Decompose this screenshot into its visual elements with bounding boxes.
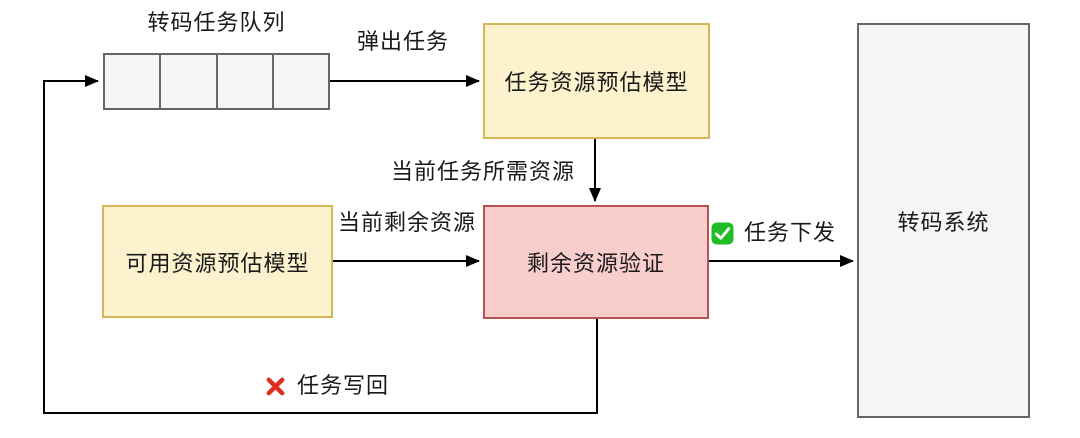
edge-label-pop-task: 弹出任务	[356, 29, 449, 54]
edge-label-task-dispatch-text: 任务下发	[744, 220, 837, 245]
node-remaining-verification-label: 剩余资源验证	[526, 251, 665, 276]
cross-icon	[264, 375, 287, 398]
node-transcode-system: 转码系统	[857, 23, 1030, 418]
node-available-resource-model: 可用资源预估模型	[102, 205, 333, 318]
node-available-resource-model-label: 可用资源预估模型	[125, 250, 310, 276]
edge-label-task-required: 当前任务所需资源	[390, 159, 575, 184]
node-remaining-verification: 剩余资源验证	[483, 205, 709, 319]
queue-title: 转码任务队列	[147, 10, 286, 35]
node-task-resource-model-label: 任务资源预估模型	[504, 70, 689, 95]
edge-label-task-dispatch: 任务下发	[711, 220, 836, 246]
node-task-resource-model: 任务资源预估模型	[483, 23, 710, 139]
edge-label-task-writeback-text: 任务写回	[297, 373, 390, 398]
node-transcode-system-label: 转码系统	[897, 209, 990, 235]
edge-label-task-writeback: 任务写回	[264, 373, 389, 399]
queue-cell	[218, 55, 274, 108]
check-icon	[711, 221, 734, 245]
task-queue	[103, 53, 330, 110]
queue-cell	[161, 55, 218, 108]
edge-label-current-remaining: 当前剩余资源	[337, 210, 476, 235]
queue-cell	[105, 55, 162, 108]
queue-cell	[274, 55, 328, 108]
